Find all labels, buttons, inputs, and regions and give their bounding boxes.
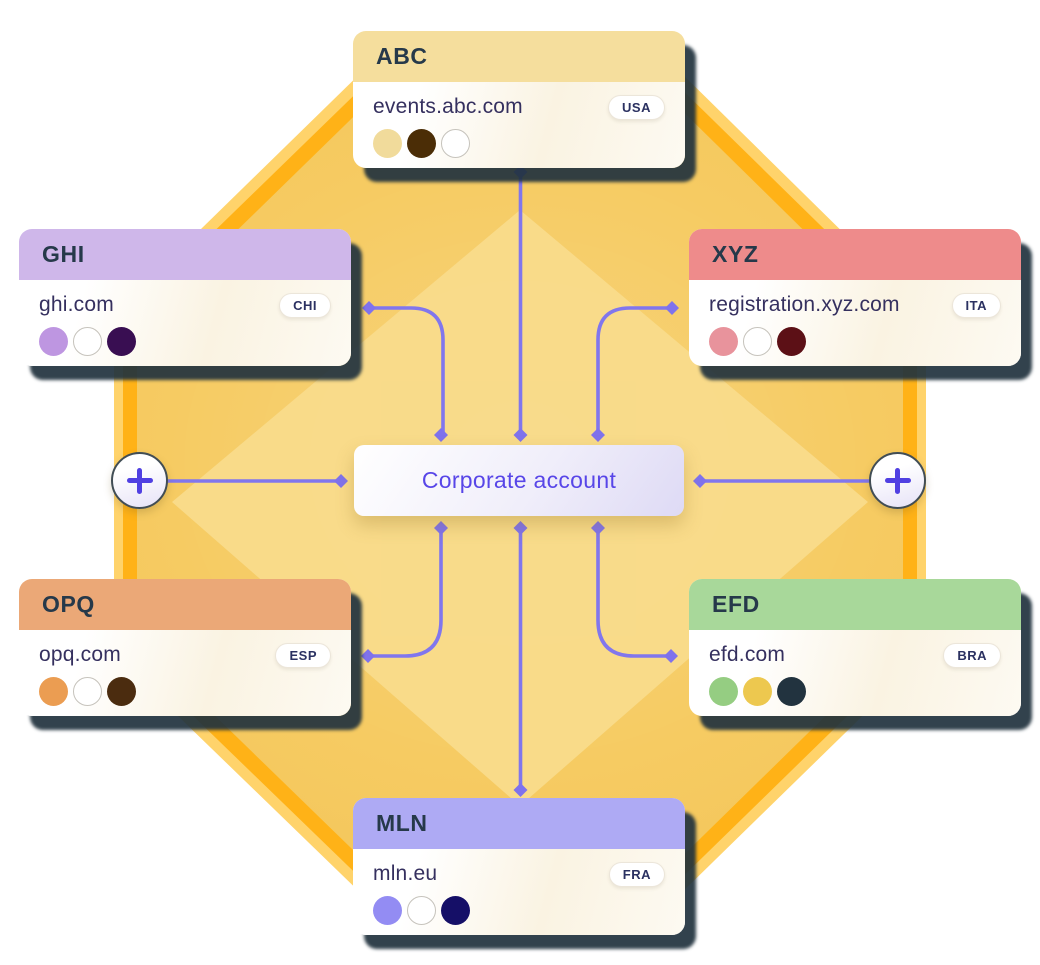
brand-color-dots: [39, 677, 331, 706]
brand-color-dots: [373, 129, 665, 158]
card-body: efd.com BRA: [689, 630, 1021, 706]
diamond-endpoint: [513, 521, 528, 535]
card-header: GHI: [19, 229, 351, 280]
diamond-endpoint: [665, 301, 679, 315]
card-title: EFD: [712, 591, 760, 617]
country-badge: ITA: [951, 292, 1001, 318]
country-badge: FRA: [608, 861, 665, 887]
country-badge: ESP: [275, 642, 331, 668]
card-body: events.abc.com USA: [353, 82, 685, 158]
color-dot: [107, 327, 136, 356]
domain-name: ghi.com: [39, 293, 114, 316]
diamond-endpoint: [513, 165, 528, 179]
color-dot: [709, 327, 738, 356]
diamond-endpoint: [361, 649, 375, 663]
diamond-endpoint: [693, 474, 707, 488]
brand-color-dots: [709, 677, 1001, 706]
color-dot: [441, 896, 470, 925]
corporate-account-node: Corporate account: [354, 445, 684, 516]
diamond-endpoint: [434, 428, 448, 442]
country-badge: CHI: [279, 292, 331, 318]
brand-color-dots: [39, 327, 331, 356]
domain-card-abc: ABC events.abc.com USA: [353, 31, 685, 168]
card-header: EFD: [689, 579, 1021, 630]
card-header: ABC: [353, 31, 685, 82]
domain-name: opq.com: [39, 643, 121, 666]
domain-name: registration.xyz.com: [709, 293, 900, 316]
card-header: MLN: [353, 798, 685, 849]
card-title: OPQ: [42, 591, 95, 617]
color-dot: [777, 327, 806, 356]
color-dot: [73, 677, 102, 706]
color-dot: [73, 327, 102, 356]
color-dot: [39, 677, 68, 706]
domain-name: events.abc.com: [373, 95, 523, 118]
card-body: mln.eu FRA: [353, 849, 685, 925]
diamond-endpoint: [591, 428, 605, 442]
color-dot: [373, 129, 402, 158]
card-header: OPQ: [19, 579, 351, 630]
card-body: ghi.com CHI: [19, 280, 351, 356]
color-dot: [777, 677, 806, 706]
add-site-button-right[interactable]: [869, 452, 926, 509]
diamond-endpoint: [513, 428, 528, 442]
domain-card-xyz: XYZ registration.xyz.com ITA: [689, 229, 1021, 366]
color-dot: [39, 327, 68, 356]
color-dot: [743, 677, 772, 706]
country-badge: BRA: [943, 642, 1001, 668]
color-dot: [407, 896, 436, 925]
add-site-button-left[interactable]: [111, 452, 168, 509]
diamond-endpoint: [591, 521, 605, 535]
card-body: registration.xyz.com ITA: [689, 280, 1021, 356]
color-dot: [407, 129, 436, 158]
color-dot: [743, 327, 772, 356]
connector-center-to-opq: [366, 526, 443, 658]
diamond-endpoint: [664, 649, 678, 663]
card-title: ABC: [376, 43, 428, 69]
domain-name: efd.com: [709, 643, 786, 666]
card-title: MLN: [376, 810, 428, 836]
card-header: XYZ: [689, 229, 1021, 280]
domain-card-efd: EFD efd.com BRA: [689, 579, 1021, 716]
connector-ghi-to-center: [367, 306, 445, 437]
card-title: GHI: [42, 241, 85, 267]
connector-line-group: [165, 170, 874, 792]
plus-icon: [126, 467, 153, 494]
domain-card-ghi: GHI ghi.com CHI: [19, 229, 351, 366]
brand-color-dots: [709, 327, 1001, 356]
diamond-endpoint: [362, 301, 376, 315]
diamond-endpoint: [513, 783, 528, 797]
color-dot: [709, 677, 738, 706]
connector-center-to-efd: [596, 526, 673, 658]
brand-color-dots: [373, 896, 665, 925]
card-title: XYZ: [712, 241, 759, 267]
country-badge: USA: [608, 94, 665, 120]
plus-icon: [884, 467, 911, 494]
domain-card-opq: OPQ opq.com ESP: [19, 579, 351, 716]
diamond-endpoint: [434, 521, 448, 535]
domain-name: mln.eu: [373, 862, 438, 885]
connector-xyz-to-center: [596, 306, 674, 437]
card-body: opq.com ESP: [19, 630, 351, 706]
domain-card-mln: MLN mln.eu FRA: [353, 798, 685, 935]
color-dot: [107, 677, 136, 706]
diamond-endpoint: [334, 474, 348, 488]
color-dot: [373, 896, 402, 925]
connector-diamond-group: [334, 165, 707, 797]
color-dot: [441, 129, 470, 158]
